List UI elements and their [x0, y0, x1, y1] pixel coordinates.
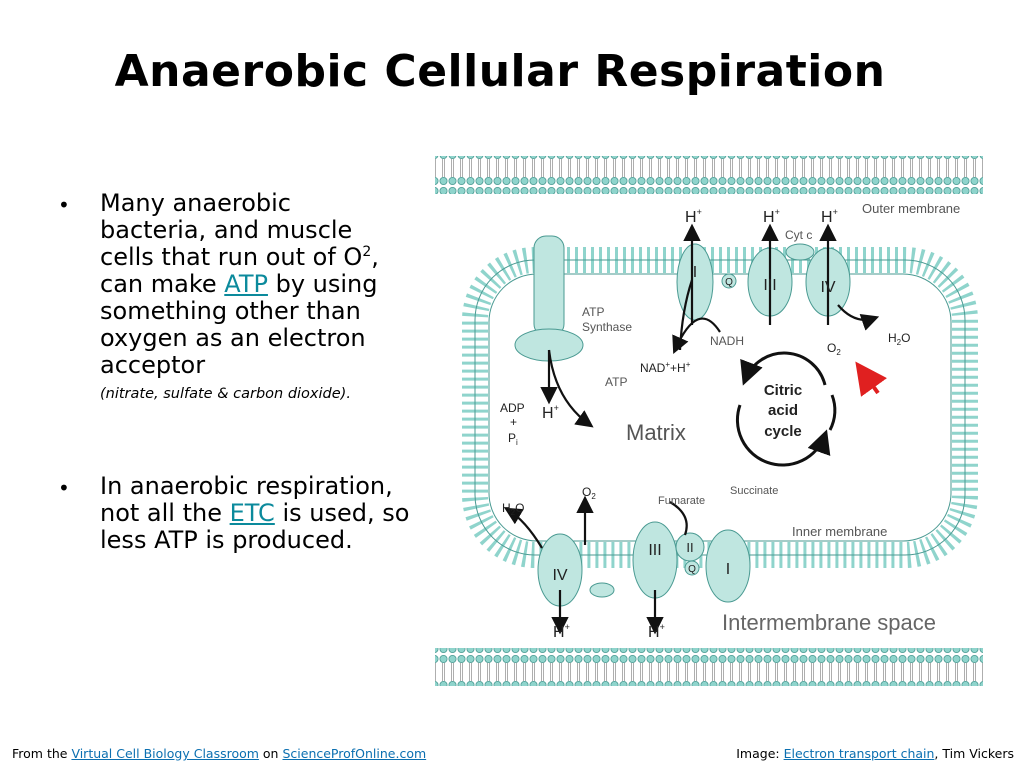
plus-label: +: [510, 415, 517, 429]
complex-i-bottom: [705, 529, 751, 603]
bullet-dot: •: [58, 476, 70, 500]
complex-iv-bottom-label: IV: [552, 567, 567, 584]
complex-iii-top-label: III: [763, 277, 776, 294]
h2o-bottom-label: H2O: [502, 501, 524, 517]
atp-synthase-label-1: ATP: [582, 305, 604, 319]
footer-source: From the Virtual Cell Biology Classroom …: [12, 746, 426, 761]
nad-label: NAD++H+: [640, 360, 691, 375]
citric-acid-cycle: [735, 351, 837, 467]
atp-link[interactable]: ATP: [224, 270, 268, 298]
atp-label: ATP: [605, 375, 627, 389]
outer-membrane-top: [435, 156, 983, 194]
complex-ii-bottom-label: II: [686, 540, 693, 555]
outer-membrane-bottom: [435, 648, 983, 686]
complex-iv-top-label: IV: [820, 279, 835, 296]
h-plus-top-2: H+: [763, 207, 780, 226]
pi-label: Pi: [508, 431, 518, 447]
bullet-2-text-post: is used, so less ATP is produced.: [100, 499, 410, 554]
h-plus-top-1: H+: [685, 207, 702, 226]
h-plus-bottom-2: H+: [648, 622, 665, 641]
fumarate-label: Fumarate: [658, 495, 705, 507]
cyt-c-label: Cyt c: [785, 228, 812, 242]
etc-image-link[interactable]: Electron transport chain: [783, 746, 935, 761]
complex-i-top-label: I: [693, 264, 697, 281]
cyt-c-blob: [785, 243, 815, 261]
q-bottom-label: Q: [688, 564, 696, 575]
q-top-label: Q: [725, 277, 733, 288]
bullet-1-text-post: by using something other than oxygen as …: [100, 270, 378, 379]
footer-from: From the: [12, 746, 72, 761]
intermembrane-space-label: Intermembrane space: [722, 610, 936, 635]
bullet-1-text-pre: Many anaerobic bacteria, and muscle cell…: [100, 189, 363, 271]
outer-membrane-label: Outer membrane: [862, 201, 960, 216]
nadh-label: NADH: [710, 334, 744, 348]
atp-synthase-label-2: Synthase: [582, 320, 632, 334]
bullet-item-2: • In anaerobic respiration, not all the …: [58, 473, 430, 554]
complex-iii-bottom-label: III: [648, 542, 661, 559]
footer-image: Image:: [736, 746, 784, 761]
inner-membrane-label: Inner membrane: [792, 524, 887, 539]
red-arrow-indicator: [855, 361, 888, 397]
bullet-1-text-mid: , can make: [100, 243, 379, 298]
bullet-item-1: • Many anaerobic bacteria, and muscle ce…: [58, 190, 398, 405]
q-top: [721, 273, 737, 289]
complex-i-bottom-label: I: [726, 561, 730, 578]
electron-transport-chain-diagram: Outer membrane Inner membrane ATP Syntha…: [435, 156, 983, 686]
footer-image-credit: Image: Electron transport chain, Tim Vic…: [736, 746, 1014, 761]
o2-top-label: O2: [827, 341, 841, 357]
bullet-list: • Many anaerobic bacteria, and muscle ce…: [58, 190, 409, 554]
footer-on: on: [258, 746, 283, 761]
o2-bottom-label: O2: [582, 485, 596, 501]
h2o-top-label: H2O: [888, 331, 910, 347]
h-plus-top-3: H+: [821, 207, 838, 226]
footer-credit: , Tim Vickers: [934, 746, 1014, 761]
citric-label-2: acid: [768, 402, 798, 419]
adp-label: ADP: [500, 401, 525, 415]
scienceprof-link[interactable]: ScienceProfOnline.com: [282, 746, 427, 761]
q-bottom: [684, 560, 700, 576]
complex-i-top: [676, 243, 714, 321]
matrix-label: Matrix: [626, 420, 686, 445]
virtual-cell-link[interactable]: Virtual Cell Biology Classroom: [71, 746, 259, 761]
cyt-c-bottom: [589, 582, 615, 598]
succinate-label: Succinate: [730, 485, 778, 497]
bullet-2-text-pre: In anaerobic respiration, not all the: [100, 472, 393, 527]
citric-label-1: Citric: [764, 382, 802, 399]
bullet-1-note: (nitrate, sulfate & carbon dioxide).: [100, 386, 351, 402]
bullet-1-sup: 2: [362, 244, 372, 260]
h-plus-bottom-1: H+: [553, 622, 570, 641]
bullet-dot: •: [58, 193, 70, 217]
h-plus-matrix: H+: [542, 403, 559, 422]
slide-title: Anaerobic Cellular Respiration: [114, 46, 886, 97]
complex-iii-bottom: [632, 521, 678, 599]
etc-link[interactable]: ETC: [229, 499, 275, 527]
citric-label-3: cycle: [764, 423, 802, 440]
